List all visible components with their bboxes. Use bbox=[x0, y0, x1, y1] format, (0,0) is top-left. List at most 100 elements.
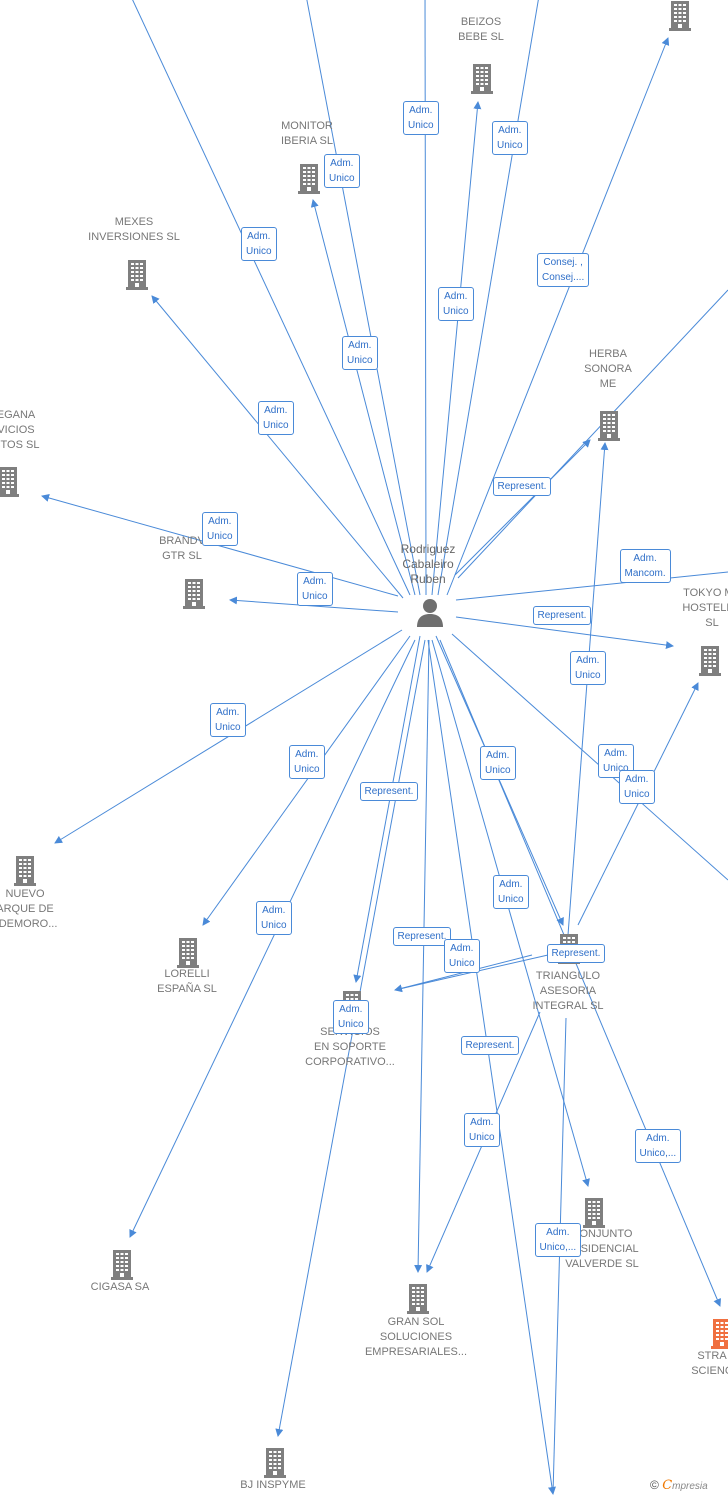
company-label-tokyo[interactable]: TOKYO MAHOSTELERSL bbox=[672, 586, 728, 631]
building-icon[interactable] bbox=[183, 577, 205, 614]
relation-label[interactable]: Adm.Unico,... bbox=[534, 1223, 582, 1257]
relation-label[interactable]: Adm.Unico bbox=[241, 227, 277, 261]
relation-text: Adm. bbox=[499, 879, 523, 890]
relation-label[interactable]: Adm.Unico,... bbox=[634, 1129, 682, 1163]
company-name-line: SONORA bbox=[584, 363, 632, 375]
company-name-line: ASESORIA bbox=[539, 985, 597, 997]
relation-text: Adm. bbox=[486, 750, 510, 761]
relation-label[interactable]: Adm.Unico bbox=[324, 154, 360, 188]
relation-line-4 bbox=[306, 0, 421, 596]
company-name-line: ESPAÑA SL bbox=[157, 983, 217, 995]
relation-label[interactable]: Represent. bbox=[532, 605, 592, 625]
relation-label[interactable]: Represent. bbox=[392, 926, 452, 946]
relation-label[interactable]: Adm.Unico bbox=[333, 1000, 369, 1034]
building-icon[interactable] bbox=[0, 465, 19, 502]
company-label-bj[interactable]: BJ INSPYME bbox=[228, 1478, 318, 1493]
relation-line-11 bbox=[229, 596, 399, 613]
relation-text: Adm. bbox=[604, 748, 628, 759]
company-name-line: INTEGRAL SL bbox=[532, 1000, 604, 1012]
relation-text: Adm. bbox=[633, 553, 657, 564]
relation-line-9 bbox=[457, 289, 728, 579]
building-icon[interactable] bbox=[126, 258, 148, 295]
relation-label[interactable]: Adm.Unico bbox=[210, 703, 246, 737]
relation-text: Unico bbox=[575, 670, 601, 681]
company-name-line: SOLUCIONES bbox=[379, 1331, 453, 1343]
relation-label[interactable]: Adm.Unico bbox=[297, 572, 333, 606]
relation-text: Adm. bbox=[450, 943, 474, 954]
relation-label[interactable]: Represent. bbox=[546, 943, 606, 963]
building-icon[interactable] bbox=[598, 409, 620, 446]
company-name-line: EMPRESARIALES... bbox=[364, 1346, 468, 1358]
relation-text: Adm. bbox=[546, 1227, 570, 1238]
building-icon[interactable] bbox=[111, 1248, 133, 1285]
relation-line-20 bbox=[577, 682, 699, 926]
company-name-line: HOSTELER bbox=[682, 602, 728, 614]
relation-text: Adm. bbox=[264, 405, 288, 416]
company-label-strat[interactable]: STRASCIENC bbox=[682, 1349, 728, 1379]
relation-label[interactable]: Consej. ,Consej.... bbox=[537, 253, 590, 287]
relation-label[interactable]: Adm.Unico bbox=[480, 746, 516, 780]
relation-label[interactable]: Adm.Unico bbox=[492, 121, 528, 155]
relation-label[interactable]: Adm.Unico bbox=[342, 336, 378, 370]
company-name-line: VICIOS bbox=[0, 424, 35, 436]
building-icon[interactable] bbox=[699, 644, 721, 681]
company-name-line: BEBE SL bbox=[458, 31, 504, 43]
relation-text: Adm. bbox=[208, 516, 232, 527]
relation-text: Unico bbox=[443, 306, 469, 317]
company-name-line: INVERSIONES SL bbox=[88, 231, 180, 243]
relation-line-26 bbox=[275, 639, 426, 1437]
relation-label[interactable]: Adm.Unico bbox=[403, 101, 439, 135]
relation-label[interactable]: Represent. bbox=[492, 476, 552, 496]
relation-label[interactable]: Adm.Unico bbox=[444, 939, 480, 973]
relation-label[interactable]: Represent. bbox=[359, 781, 419, 801]
building-icon[interactable] bbox=[583, 1196, 605, 1233]
relation-text: Adm. bbox=[625, 774, 649, 785]
person-name-line: Rodriguez bbox=[400, 542, 456, 556]
building-icon[interactable] bbox=[669, 0, 691, 36]
relation-line-5 bbox=[310, 199, 416, 596]
person-name-line: Cabaleiro bbox=[402, 557, 454, 571]
relation-label[interactable]: Adm.Unico bbox=[256, 901, 292, 935]
company-label-cigasa[interactable]: CIGASA SA bbox=[75, 1280, 165, 1295]
building-icon[interactable] bbox=[711, 1317, 728, 1354]
relation-label[interactable]: Adm.Unico bbox=[619, 770, 655, 804]
relation-line-17 bbox=[353, 635, 421, 983]
relation-text: Unico bbox=[207, 531, 233, 542]
company-name-line: LDEMORO... bbox=[0, 918, 58, 930]
relation-label[interactable]: Adm.Unico bbox=[289, 745, 325, 779]
building-icon[interactable] bbox=[264, 1446, 286, 1483]
building-icon[interactable] bbox=[14, 854, 36, 891]
building-icon[interactable] bbox=[177, 936, 199, 973]
copyright-symbol: © bbox=[650, 1478, 659, 1492]
person-name-line: Ruben bbox=[410, 572, 446, 586]
company-name-line: ME bbox=[599, 378, 617, 390]
relation-text: Adm. bbox=[295, 749, 319, 760]
relation-label[interactable]: Adm.Unico bbox=[438, 287, 474, 321]
relation-label[interactable]: Adm.Unico bbox=[570, 651, 606, 685]
relation-label[interactable]: Adm.Unico bbox=[258, 401, 294, 435]
building-icon[interactable] bbox=[298, 162, 320, 199]
relation-text: Mancom. bbox=[624, 568, 666, 579]
building-icon[interactable] bbox=[471, 62, 493, 99]
company-label-legana[interactable]: EGANAVICIOSCTOS SL bbox=[0, 408, 51, 453]
relation-label[interactable]: Adm.Unico bbox=[493, 875, 529, 909]
relation-label[interactable]: Represent. bbox=[460, 1035, 520, 1055]
relation-text: Unico bbox=[497, 140, 523, 151]
relation-text: Consej. , bbox=[543, 257, 583, 268]
relation-label[interactable]: Adm.Unico bbox=[464, 1113, 500, 1147]
relation-label[interactable]: Adm. Unico bbox=[202, 512, 238, 546]
building-icon[interactable] bbox=[407, 1282, 429, 1319]
relation-label[interactable]: Adm. Mancom. bbox=[619, 549, 671, 583]
person-icon[interactable] bbox=[415, 597, 445, 632]
